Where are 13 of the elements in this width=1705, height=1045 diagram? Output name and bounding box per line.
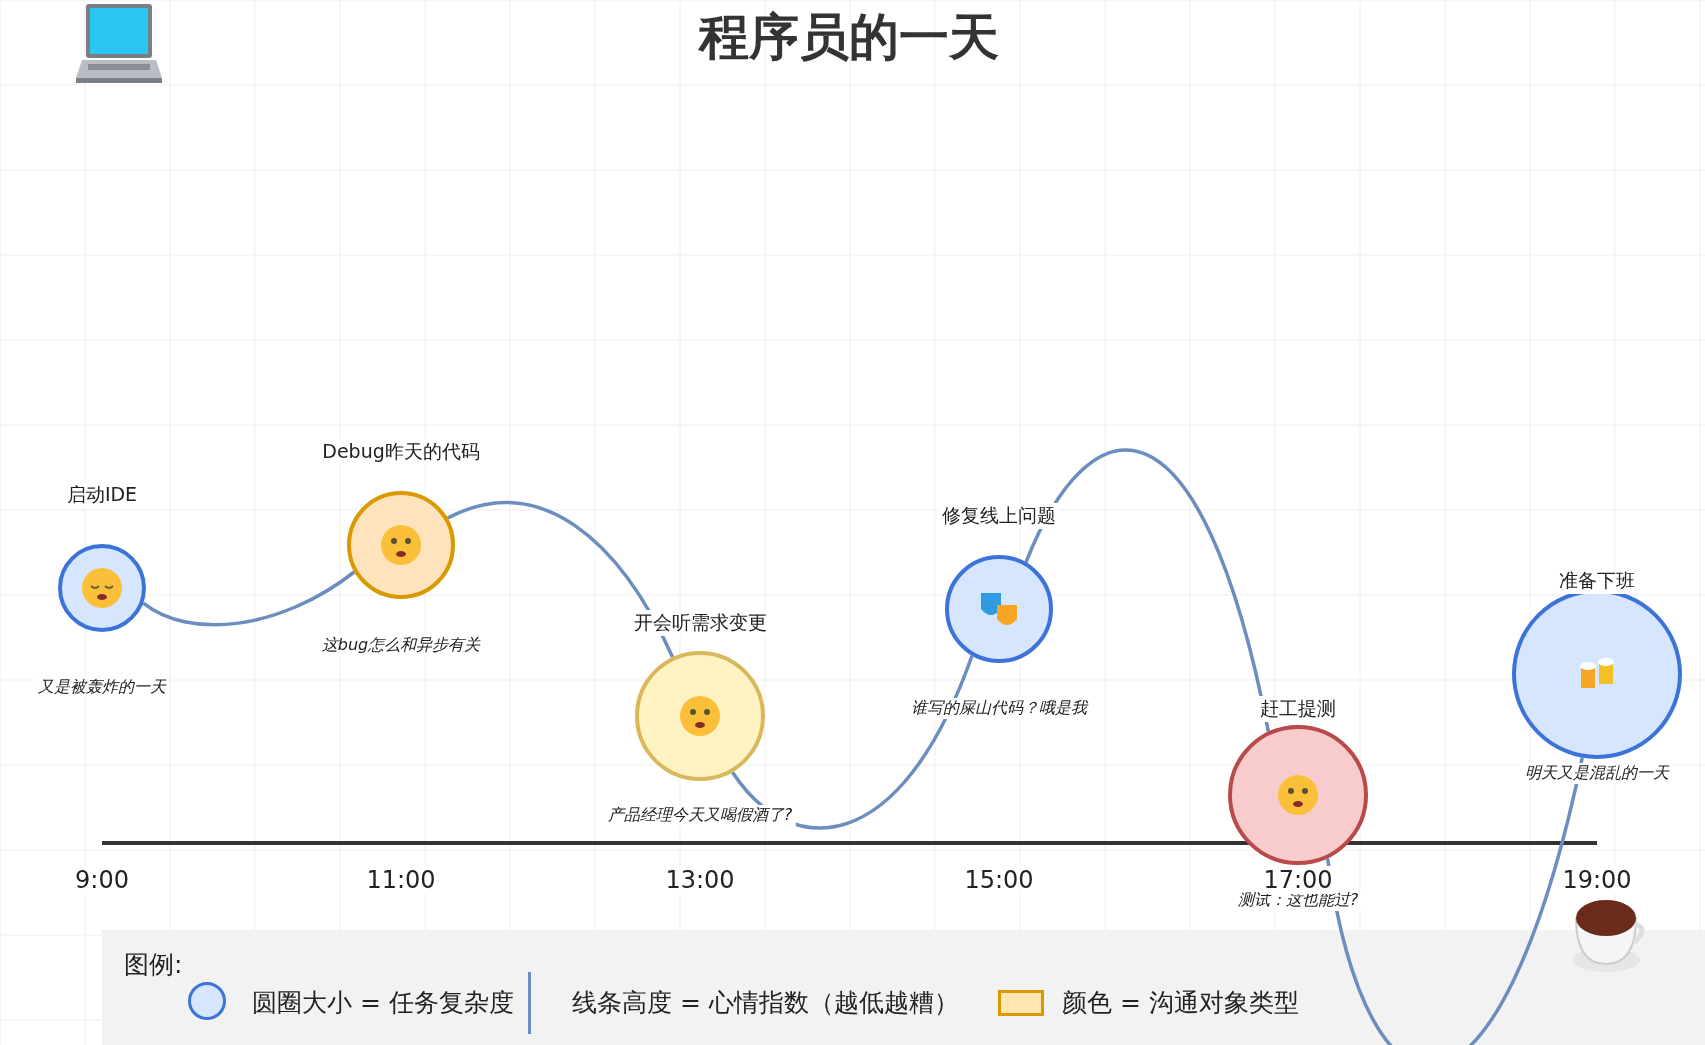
mood-curve <box>1325 757 1584 1045</box>
legend-title: 图例: <box>124 949 183 981</box>
legend-text: 线条高度 = 心情指数（越低越糟） <box>572 987 959 1019</box>
title: 程序员的一天 <box>699 7 999 68</box>
legend-text: 圆圈大小 = 任务复杂度 <box>252 987 514 1019</box>
mood-curve <box>142 570 356 627</box>
mood-curve <box>447 501 675 658</box>
legend-text: 颜色 = 沟通对象类型 <box>1062 987 1299 1019</box>
task-title: 修复线上问题 <box>939 503 1059 529</box>
mood-curve <box>1024 448 1271 732</box>
task-caption: 明天又是混乱的一天 <box>1522 763 1672 784</box>
task-caption: 又是被轰炸的一天 <box>35 677 169 698</box>
task-title: 准备下班 <box>1556 568 1638 594</box>
